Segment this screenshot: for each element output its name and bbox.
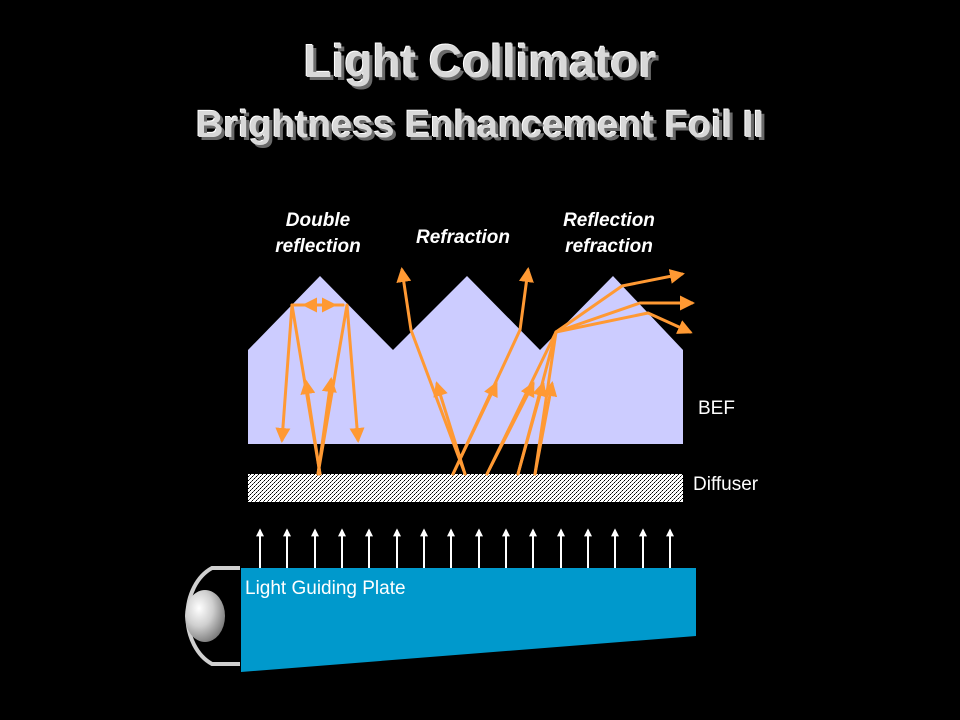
light-arrows bbox=[256, 528, 674, 568]
label-bef: BEF bbox=[698, 398, 735, 419]
label-light-guiding-plate: Light Guiding Plate bbox=[245, 578, 406, 599]
label-diffuser: Diffuser bbox=[693, 474, 759, 495]
slide-title: Light Collimator bbox=[303, 35, 657, 87]
light-guiding-plate bbox=[241, 568, 696, 672]
bef-prism-film bbox=[248, 276, 683, 444]
label-double-reflection: Double reflection bbox=[275, 210, 361, 257]
lamp-icon bbox=[185, 590, 225, 642]
diffuser-layer bbox=[248, 474, 683, 502]
slide-subtitle: Brightness Enhancement Foil II bbox=[196, 104, 764, 146]
label-reflection-refraction: Reflection refraction bbox=[563, 210, 655, 257]
ray-paths bbox=[275, 267, 695, 476]
label-refraction: Refraction bbox=[416, 227, 510, 248]
